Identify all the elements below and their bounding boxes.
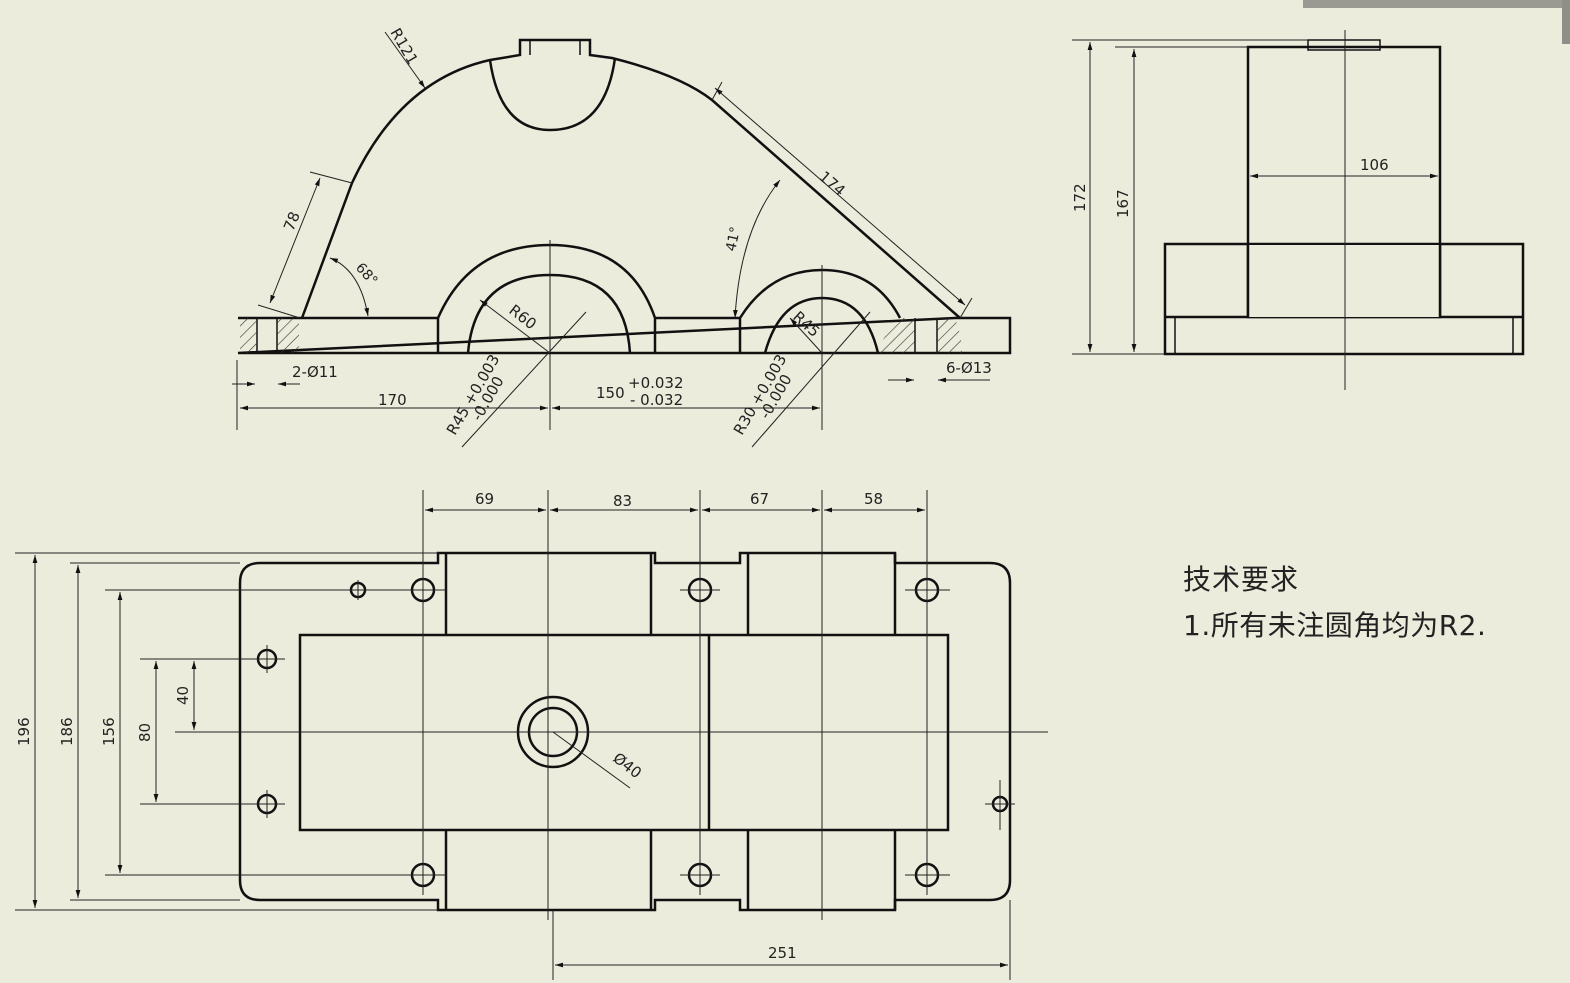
notes-line-1: 1.所有未注圆角均为R2. xyxy=(1183,609,1487,642)
dim-106: 106 xyxy=(1360,156,1389,174)
dim-172: 172 xyxy=(1071,183,1089,212)
front-view xyxy=(237,38,1012,355)
window-edge-side xyxy=(1562,0,1570,44)
dim-6-holes: 6-Ø13 xyxy=(946,359,992,377)
dim-angle-41: 41° xyxy=(723,225,744,253)
dim-170: 170 xyxy=(378,391,407,409)
dim-186: 186 xyxy=(58,717,76,746)
small-arch-outer xyxy=(738,268,902,353)
dim-150: 150 xyxy=(596,384,625,402)
front-body-outline xyxy=(300,38,961,319)
notes-title: 技术要求 xyxy=(1183,563,1300,596)
dim-40: 40 xyxy=(174,686,192,705)
top-base-outline xyxy=(238,551,1012,912)
hatch-left xyxy=(277,318,299,353)
front-dim-lines xyxy=(232,31,990,448)
dim-196: 196 xyxy=(15,717,33,746)
dim-78: 78 xyxy=(280,209,304,233)
window-edge-bar xyxy=(1303,0,1570,8)
dim-251: 251 xyxy=(768,944,797,962)
dim-156: 156 xyxy=(100,717,118,746)
dim-69: 69 xyxy=(475,490,494,508)
dim-angle-68: 68° xyxy=(352,260,381,289)
hatch-left-outer xyxy=(240,318,257,353)
side-dim-lines xyxy=(1072,30,1438,390)
dim-r121: R121 xyxy=(387,25,422,68)
dim-80: 80 xyxy=(136,723,154,742)
front-base-plate xyxy=(237,316,1012,355)
dim-r60: R60 xyxy=(506,301,540,333)
technical-notes: 技术要求 1.所有未注圆角均为R2. xyxy=(1183,558,1486,644)
dim-83: 83 xyxy=(613,492,632,510)
top-dim-lines xyxy=(15,490,1048,980)
dim-2-holes: 2-Ø11 xyxy=(292,363,338,381)
dim-r45: R45 xyxy=(789,308,823,341)
hatch-right-outer xyxy=(937,318,962,353)
hatch-right xyxy=(878,318,915,353)
dim-67: 67 xyxy=(750,490,769,508)
dim-58: 58 xyxy=(864,490,883,508)
dim-167: 167 xyxy=(1114,189,1132,218)
dim-150-lower: - 0.032 xyxy=(630,391,683,409)
dim-150-upper: +0.032 xyxy=(628,374,684,392)
top-semicircle xyxy=(488,57,617,132)
